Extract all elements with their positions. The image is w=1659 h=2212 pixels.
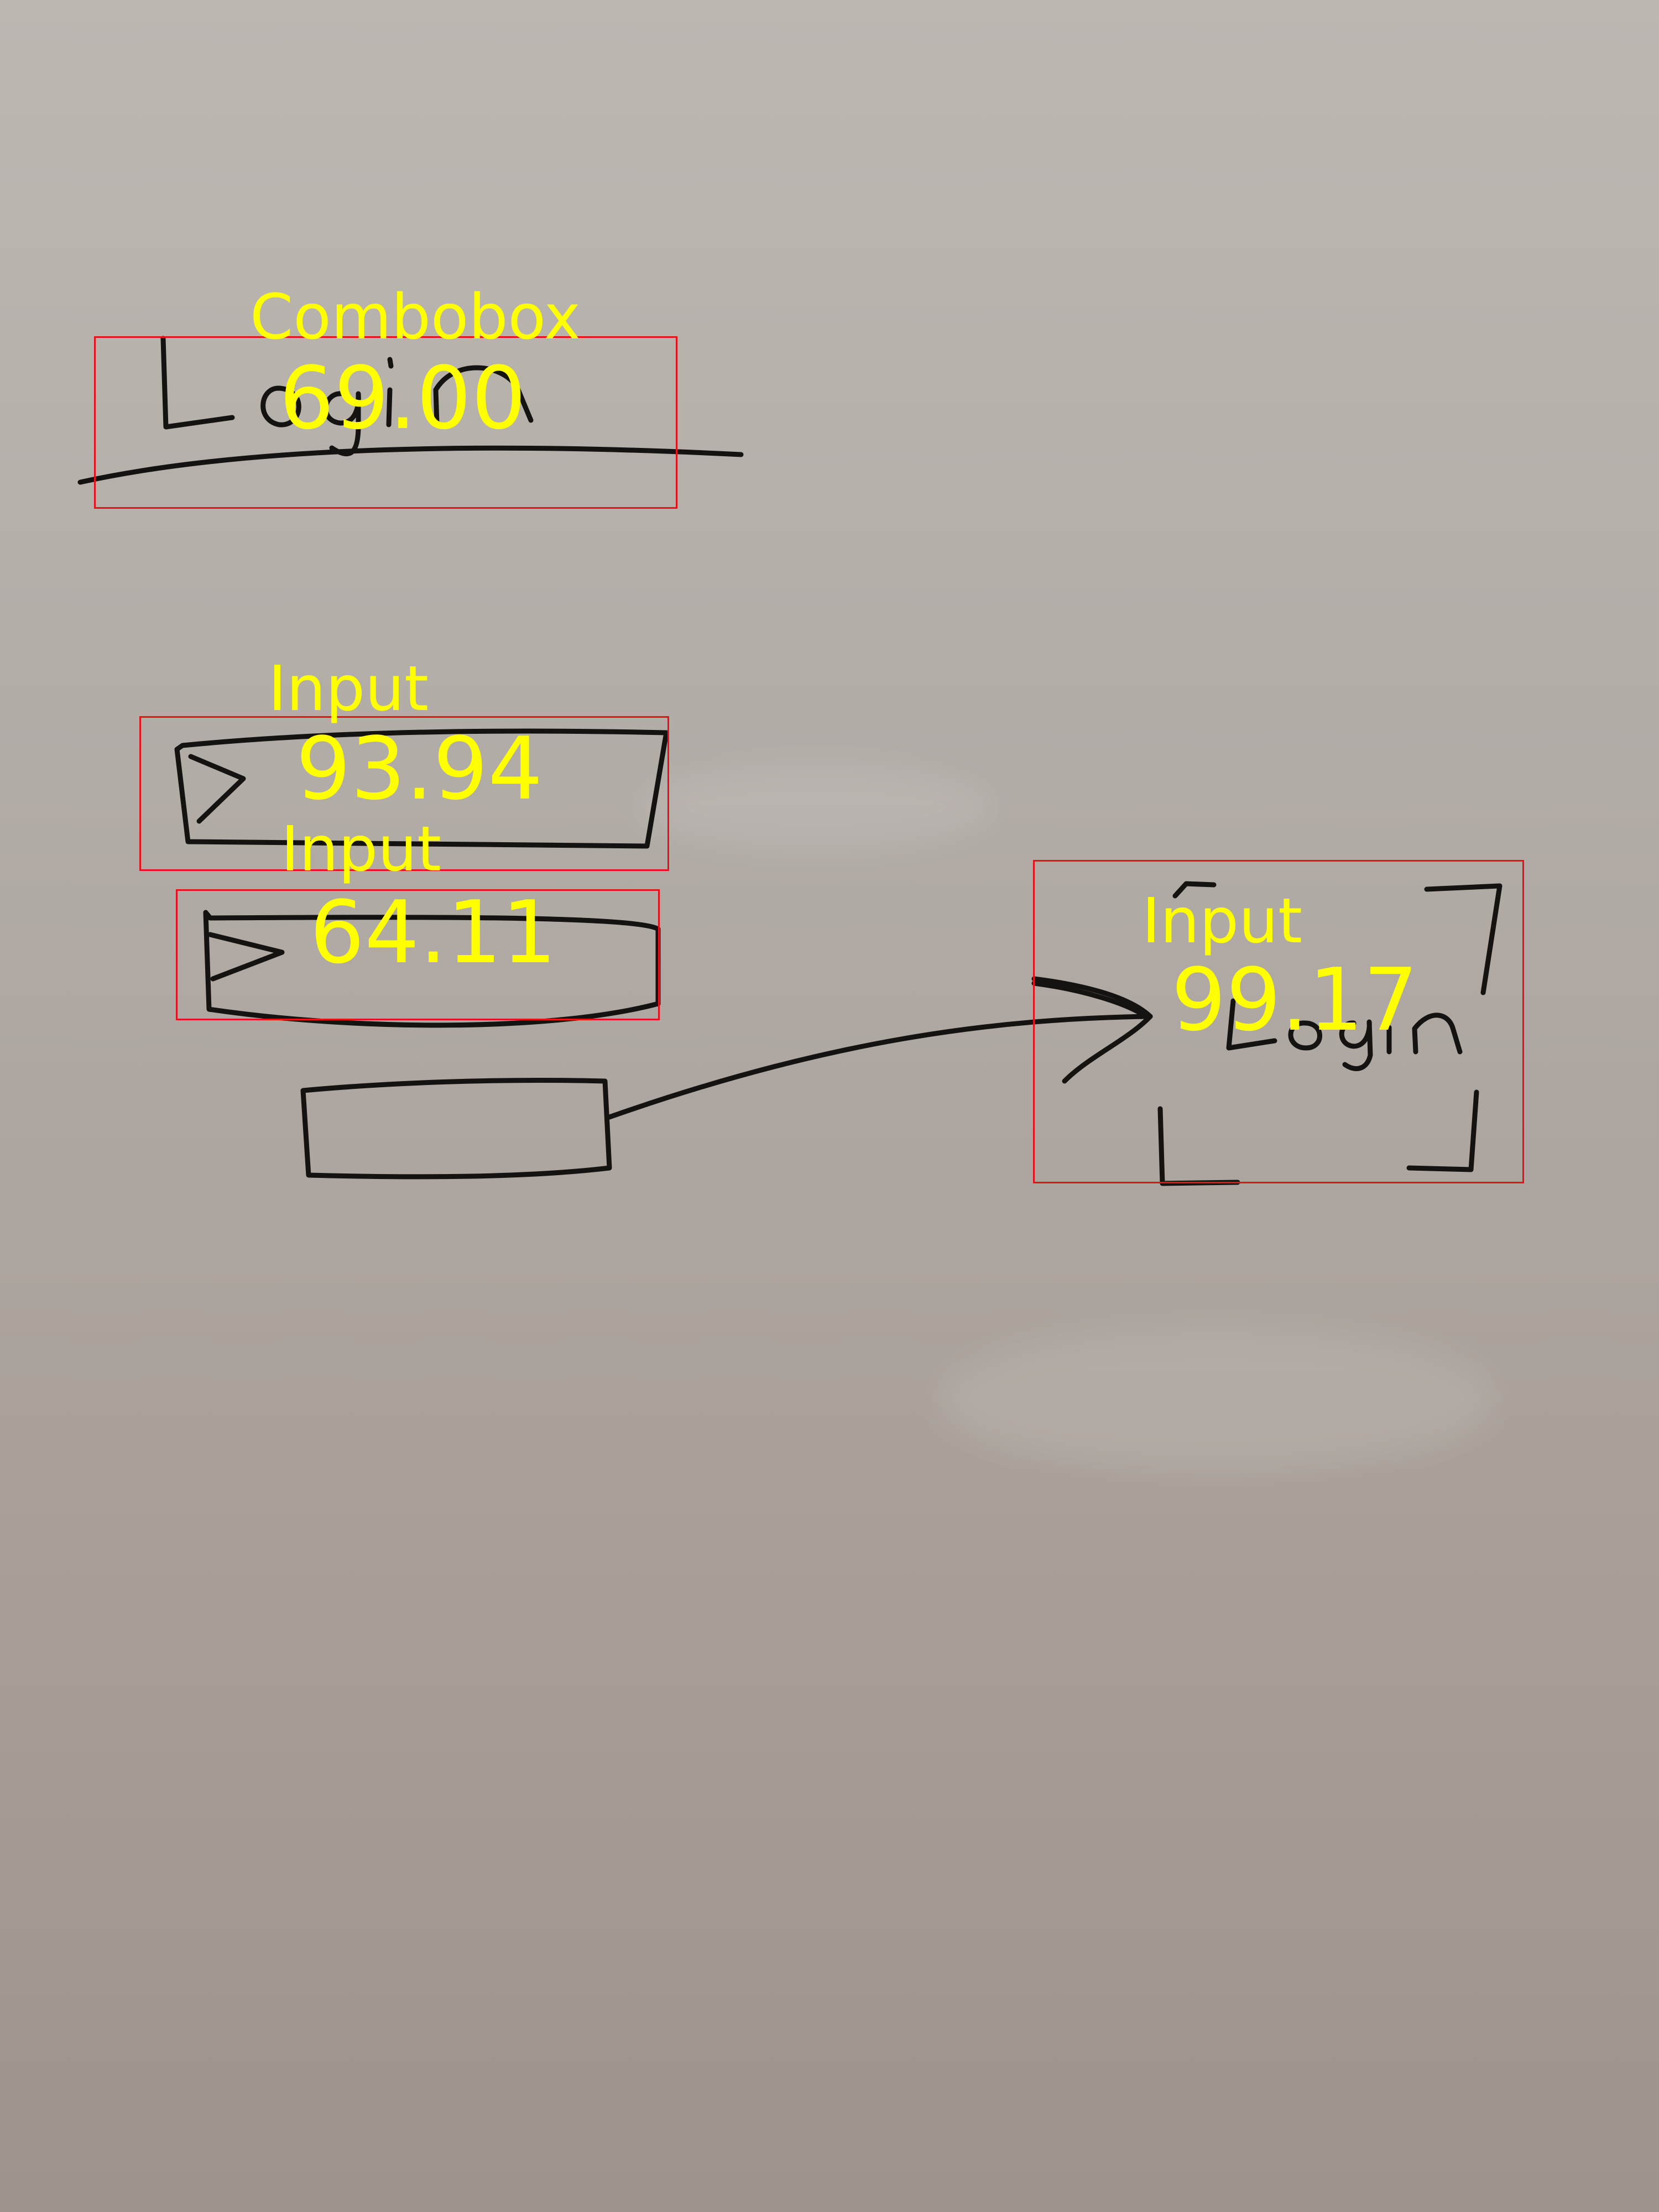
login-heading-sketch (77, 336, 744, 485)
detection-box-combobox (94, 336, 677, 509)
button-sketch (300, 1078, 612, 1180)
navigation-arrow-sketch (607, 976, 1153, 1120)
detection-box-input (1033, 860, 1524, 1183)
whiteboard-glare (940, 1327, 1493, 1471)
detection-box-input (139, 716, 669, 871)
detection-label: Combobox (250, 281, 581, 353)
detection-score: 99.17 (1171, 950, 1418, 1050)
detection-label: Input (281, 813, 442, 885)
input-field-1-sketch (174, 728, 669, 849)
whiteboard-glare (636, 763, 995, 852)
detection-label: Input (268, 653, 429, 725)
detection-score: 69.00 (279, 348, 526, 448)
detection-box-input (176, 889, 660, 1020)
detection-score: 64.11 (310, 882, 557, 983)
detection-label: Input (1142, 885, 1303, 957)
detection-score: 93.94 (296, 718, 543, 819)
